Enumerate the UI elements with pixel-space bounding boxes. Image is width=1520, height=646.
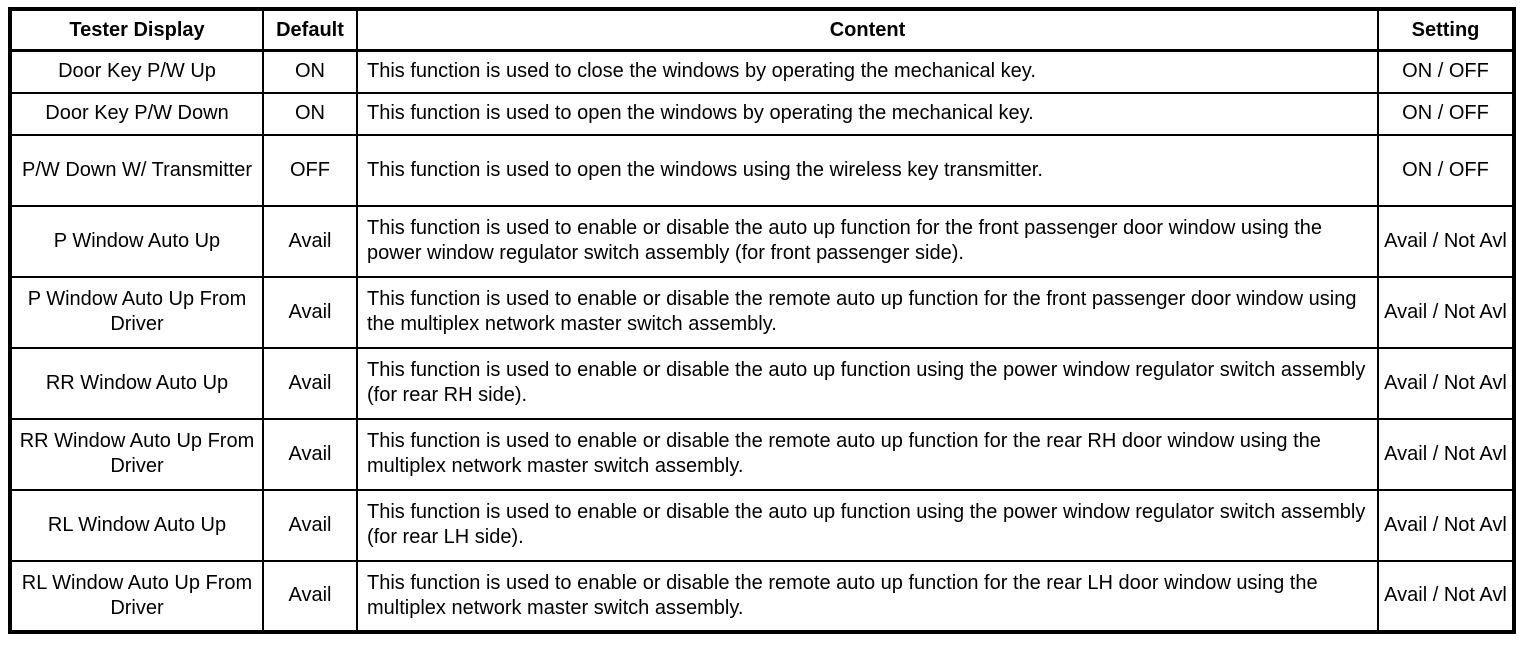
table-body: Door Key P/W Up ON This function is used… xyxy=(9,49,1515,633)
default-value-cell: Avail xyxy=(262,275,358,349)
table-row: RL Window Auto Up Avail This function is… xyxy=(9,488,1515,562)
setting-cell: Avail / Not Avl xyxy=(1377,417,1515,491)
tester-display-cell: P Window Auto Up xyxy=(9,204,264,278)
table-row: Door Key P/W Up ON This function is used… xyxy=(9,49,1515,94)
table-row: P Window Auto Up Avail This function is … xyxy=(9,204,1515,278)
column-header-setting: Setting xyxy=(1377,8,1515,52)
header-row: Tester Display Default Content Setting xyxy=(9,8,1515,52)
table-row: RR Window Auto Up Avail This function is… xyxy=(9,346,1515,420)
tester-display-cell: P Window Auto Up From Driver xyxy=(9,275,264,349)
content-cell: This function is used to enable or disab… xyxy=(356,488,1379,562)
table-row: RR Window Auto Up From Driver Avail This… xyxy=(9,417,1515,491)
default-value-cell: Avail xyxy=(262,559,358,633)
default-value-cell: ON xyxy=(262,91,358,136)
setting-cell: Avail / Not Avl xyxy=(1377,275,1515,349)
table-row: Door Key P/W Down ON This function is us… xyxy=(9,91,1515,136)
default-value-cell: Avail xyxy=(262,204,358,278)
setting-cell: ON / OFF xyxy=(1377,133,1515,207)
tester-display-cell: Door Key P/W Down xyxy=(9,91,264,136)
default-value-cell: Avail xyxy=(262,346,358,420)
tester-display-cell: RR Window Auto Up xyxy=(9,346,264,420)
content-cell: This function is used to enable or disab… xyxy=(356,559,1379,633)
content-cell: This function is used to enable or disab… xyxy=(356,275,1379,349)
content-cell: This function is used to close the windo… xyxy=(356,49,1379,94)
default-value-cell: OFF xyxy=(262,133,358,207)
setting-cell: Avail / Not Avl xyxy=(1377,346,1515,420)
table-row: P/W Down W/ Transmitter OFF This functio… xyxy=(9,133,1515,207)
setting-cell: Avail / Not Avl xyxy=(1377,204,1515,278)
setting-cell: ON / OFF xyxy=(1377,49,1515,94)
default-value-cell: ON xyxy=(262,49,358,94)
tester-display-cell: Door Key P/W Up xyxy=(9,49,264,94)
column-header-default: Default xyxy=(262,8,358,52)
tester-display-cell: RL Window Auto Up From Driver xyxy=(9,559,264,633)
content-cell: This function is used to enable or disab… xyxy=(356,204,1379,278)
setting-cell: Avail / Not Avl xyxy=(1377,488,1515,562)
default-value-cell: Avail xyxy=(262,488,358,562)
tester-display-cell: RL Window Auto Up xyxy=(9,488,264,562)
tester-display-cell: P/W Down W/ Transmitter xyxy=(9,133,264,207)
table-row: P Window Auto Up From Driver Avail This … xyxy=(9,275,1515,349)
setting-cell: Avail / Not Avl xyxy=(1377,559,1515,633)
content-cell: This function is used to enable or disab… xyxy=(356,417,1379,491)
column-header-tester-display: Tester Display xyxy=(9,8,264,52)
content-cell: This function is used to open the window… xyxy=(356,133,1379,207)
column-header-content: Content xyxy=(356,8,1379,52)
setting-cell: ON / OFF xyxy=(1377,91,1515,136)
tester-display-cell: RR Window Auto Up From Driver xyxy=(9,417,264,491)
customization-settings-table: Tester Display Default Content Setting D… xyxy=(8,7,1516,634)
table-row: RL Window Auto Up From Driver Avail This… xyxy=(9,559,1515,633)
default-value-cell: Avail xyxy=(262,417,358,491)
content-cell: This function is used to enable or disab… xyxy=(356,346,1379,420)
content-cell: This function is used to open the window… xyxy=(356,91,1379,136)
